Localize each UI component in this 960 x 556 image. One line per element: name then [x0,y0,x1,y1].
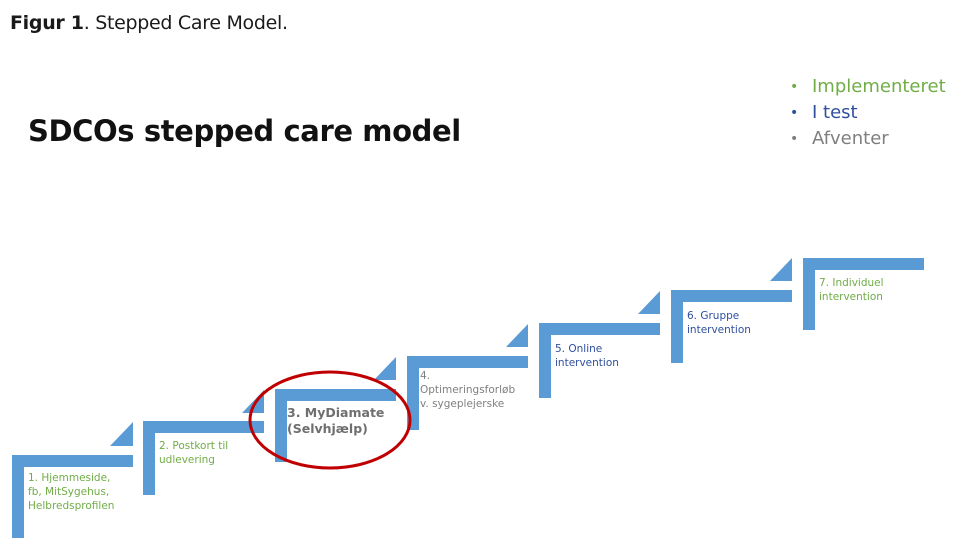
step-3-shape [275,357,396,462]
legend-label: Implementeret [812,76,946,97]
step-4-label: 4. Optimeringsforløb v. sygeplejerske [420,370,516,410]
legend-item-implemented: Implementeret [790,74,946,100]
step-4-shape [407,324,528,430]
legend-label: I test [812,102,858,123]
highlight-circle [248,370,412,470]
step-7-shape [803,258,924,330]
step-2-shape [143,390,264,495]
step-6-label: 6. Gruppe intervention [687,310,751,336]
step-1-label: 1. Hjemmeside, fb, MitSygehus, Helbredsp… [28,472,115,512]
figure-caption: Figur 1. Stepped Care Model. [10,12,288,34]
diagram-title: SDCOs stepped care model [28,114,461,148]
legend: Implementeret I test Afventer [790,74,946,152]
legend-item-in-test: I test [790,100,946,126]
step-6-shape [671,258,792,363]
step-7-label: 7. Individuel intervention [819,277,884,303]
figure-caption-text: . Stepped Care Model. [83,12,288,34]
step-2-label: 2. Postkort til udlevering [159,440,229,466]
legend-label: Afventer [812,128,889,149]
legend-item-pending: Afventer [790,126,946,152]
step-5-label: 5. Online intervention [555,343,619,369]
step-5-shape [539,291,660,398]
step-3-label: 3. MyDiamate (Selvhjælp) [287,405,385,436]
step-1-shape [12,422,133,538]
figure-caption-prefix: Figur 1 [10,12,84,34]
